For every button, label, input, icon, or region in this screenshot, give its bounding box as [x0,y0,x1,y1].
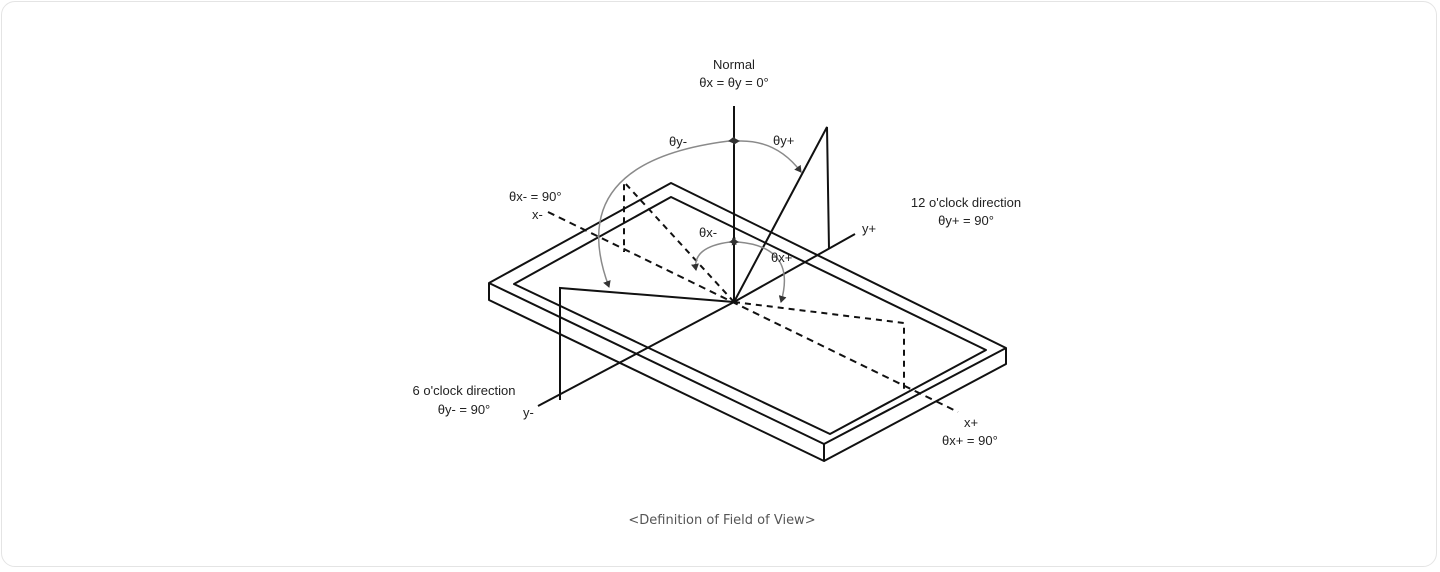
diagram-labels: Normal θx = θy = 0° θy- θy+ θx- = 90° x-… [413,57,1022,448]
six-oclock-viewing-triangle [559,286,735,400]
twelve-oclock-equation-label: θy+ = 90° [938,213,994,228]
x-plus-equation-label: θx+ = 90° [942,433,998,448]
theta-x-plus-label: θx+ [771,250,792,265]
theta-y-plus-label: θy+ [773,133,794,148]
arc-theta-y-plus [732,137,802,173]
x-minus-equation-label: θx- = 90° [509,189,562,204]
angle-arcs [597,136,802,303]
x-plus-viewing-triangle [733,301,905,389]
arc-theta-x-minus [691,237,737,271]
theta-x-minus-label: θx- [699,225,717,240]
six-oclock-equation-label: θy- = 90° [438,402,491,417]
normal-equation-label: θx = θy = 0° [699,75,769,90]
y-minus-axis-label: y- [523,405,534,420]
normal-title-label: Normal [713,57,755,72]
x-plus-axis-label: x+ [964,415,978,430]
panel-screen-area [513,196,987,435]
figure-caption: <Definition of Field of View> [628,513,816,528]
theta-y-minus-label: θy- [669,134,687,149]
twelve-oclock-title-label: 12 o'clock direction [911,195,1021,210]
display-panel [488,182,1007,462]
x-minus-axis-label: x- [532,207,543,222]
arc-theta-y-minus [597,136,736,288]
panel-front-thickness [488,283,825,462]
panel-right-thickness [823,348,1007,462]
y-plus-axis-label: y+ [862,221,876,236]
x-axis-dashed [547,211,959,413]
six-oclock-title-label: 6 o'clock direction [413,383,516,398]
arc-theta-x-plus [731,237,787,303]
y-axis-minus [537,301,735,407]
